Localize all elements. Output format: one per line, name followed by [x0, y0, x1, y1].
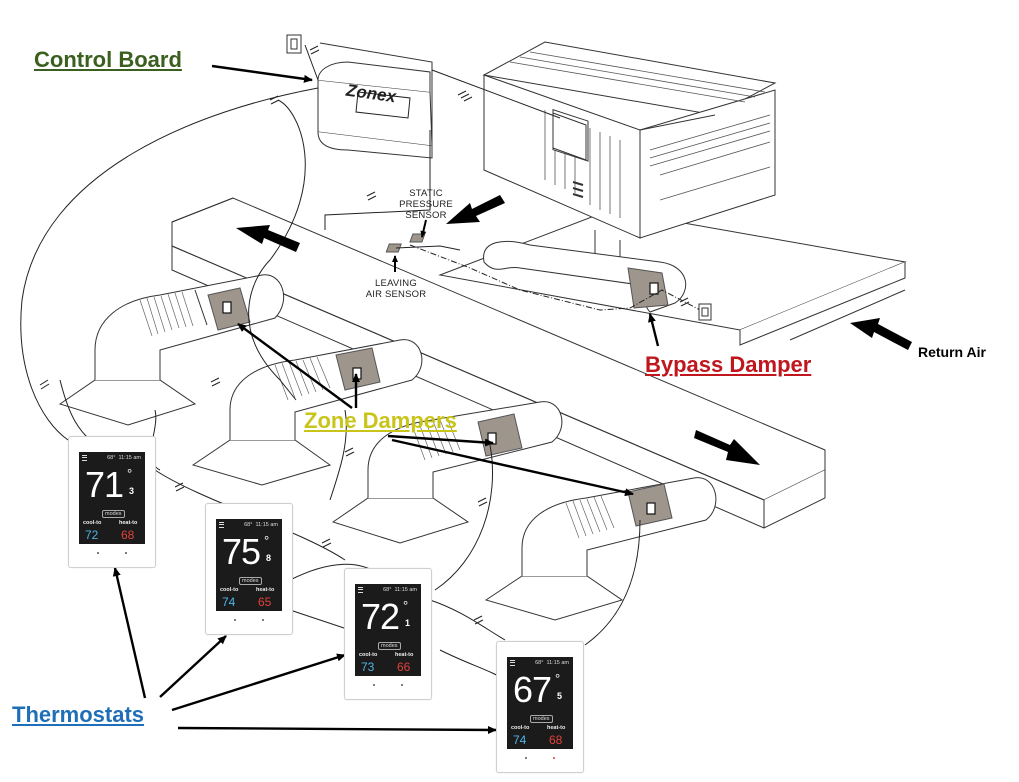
- thermostat-screen: 68° 11:15 am 75 ° 8 modes cool-to heat-t…: [216, 519, 282, 611]
- current-temp: 67: [513, 669, 552, 710]
- zone-branch-1: [58, 274, 285, 426]
- bypass-sensor-wire: [409, 244, 701, 311]
- airflow-arrow-1: [236, 225, 300, 252]
- static-pressure-sensor-label: STATIC PRESSURE SENSOR: [399, 188, 453, 221]
- air-handler-unit: [482, 41, 777, 268]
- menu-icon: [82, 455, 87, 461]
- menu-icon: [219, 522, 224, 528]
- thermostats-label: Thermostats: [12, 702, 145, 727]
- airflow-arrows: [236, 195, 912, 465]
- airflow-arrow-3: [694, 430, 760, 465]
- supply-trunk-duct: [171, 197, 826, 529]
- modes-button: modes: [239, 577, 262, 585]
- thermostat-2: 68° 11:15 am 75 ° 8 modes cool-to heat-t…: [205, 503, 293, 635]
- heat-setpoint: 68: [121, 528, 135, 542]
- thermostat-screen: 68° 11:15 am 67 ° 5 modes cool-to heat-t…: [507, 657, 573, 749]
- heat-setpoint: 68: [549, 733, 563, 747]
- modes-button: modes: [378, 642, 401, 650]
- thermostat-screen: 68° 11:15 am 71 ° 3 modes cool-to heat-t…: [79, 452, 145, 544]
- cool-setpoint: 74: [513, 733, 527, 747]
- thermostat-4: 68° 11:15 am 67 ° 5 modes cool-to heat-t…: [496, 641, 584, 773]
- heat-setpoint: 66: [397, 660, 411, 674]
- zone-dampers-label: Zone Dampers: [304, 408, 457, 433]
- airflow-arrow-2: [446, 195, 505, 224]
- return-air-label: Return Air: [918, 344, 986, 360]
- wire-hash-marks: [39, 45, 690, 625]
- thermostat-3: 68° 11:15 am 72 ° 1 modes cool-to heat-t…: [344, 568, 432, 700]
- airflow-arrow-4: [850, 318, 912, 350]
- zone-branch-3: [331, 401, 563, 544]
- leaving-air-sensor-label: LEAVING AIR SENSOR: [365, 278, 427, 300]
- current-temp: 75: [222, 531, 261, 572]
- heat-setpoint: 65: [258, 595, 272, 609]
- bypass-damper-label: Bypass Damper: [645, 352, 812, 377]
- menu-icon: [358, 587, 363, 593]
- current-temp: 71: [85, 464, 124, 505]
- cool-setpoint: 73: [361, 660, 375, 674]
- control-board-unit: [317, 42, 433, 159]
- modes-button: modes: [530, 715, 553, 723]
- current-temp: 72: [361, 596, 400, 637]
- cool-setpoint: 74: [222, 595, 236, 609]
- thermostat-1: 68° 11:15 am 71 ° 3 modes cool-to heat-t…: [68, 436, 156, 568]
- modes-button: modes: [102, 510, 125, 518]
- static-pressure-arrow: [420, 219, 427, 238]
- menu-icon: [510, 660, 515, 666]
- wall-sensors: [286, 34, 712, 321]
- control-board-label: Control Board: [34, 47, 182, 72]
- pressure-sensors: [385, 233, 426, 253]
- bypass-duct: [483, 240, 687, 313]
- cool-setpoint: 72: [85, 528, 99, 542]
- zone-branch-4: [484, 477, 717, 621]
- thermostat-screen: 68° 11:15 am 72 ° 1 modes cool-to heat-t…: [355, 584, 421, 676]
- callout-arrows: [112, 64, 660, 734]
